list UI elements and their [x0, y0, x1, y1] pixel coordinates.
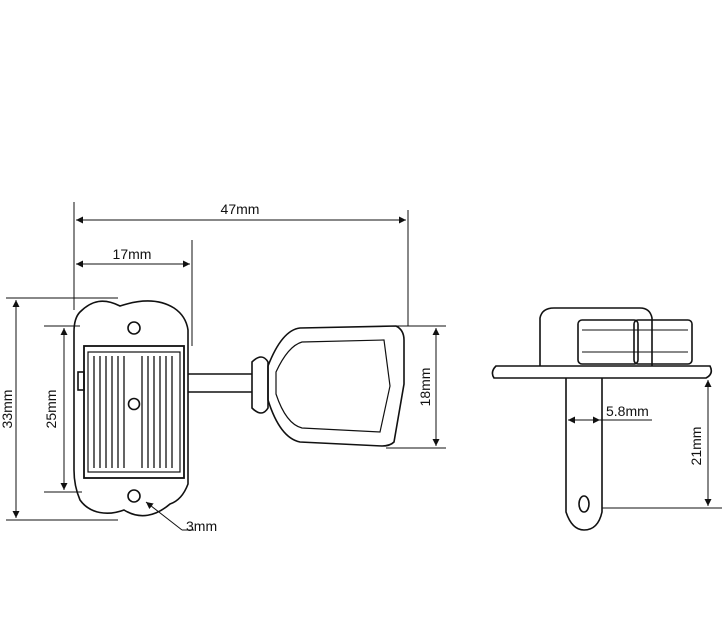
- tuner-front-view: [73, 300, 405, 517]
- dimension-labels-side: 5.8mm 21mm: [606, 403, 704, 465]
- hole-diameter-label: 3mm: [186, 518, 217, 534]
- tuner-button: [267, 325, 405, 447]
- overall-length-label: 47mm: [221, 201, 260, 217]
- dimension-labels-front: 47mm 17mm 33mm 25mm 18mm 3mm: [0, 201, 433, 534]
- gear-housing-inner: [87, 351, 181, 473]
- housing-edge-tab: [77, 371, 85, 391]
- housing-center-screw: [127, 397, 141, 411]
- side-housing-bracket: [539, 307, 653, 366]
- housing-width-label: 17mm: [113, 246, 152, 262]
- gear-housing: [83, 345, 185, 479]
- mounting-plate: [73, 300, 189, 517]
- post-diameter-label: 5.8mm: [606, 403, 649, 419]
- bottom-mounting-hole: [127, 489, 141, 503]
- tuner-shaft: [188, 373, 252, 393]
- housing-ribs: [93, 356, 173, 468]
- shaft-collar: [251, 356, 269, 414]
- plate-height-label: 33mm: [0, 390, 15, 429]
- post-length-label: 21mm: [688, 427, 704, 466]
- side-post: [565, 378, 603, 531]
- side-string-hole: [578, 495, 590, 513]
- side-roller-right: [633, 319, 693, 365]
- dimension-lines-front: [6, 202, 446, 531]
- dimension-lines-side: [568, 380, 722, 509]
- top-mounting-hole: [127, 321, 141, 335]
- tuner-button-inner: [275, 339, 391, 433]
- button-height-label: 18mm: [417, 368, 433, 407]
- side-base-plate: [491, 365, 713, 379]
- tuner-side-view: [491, 307, 713, 531]
- housing-height-label: 25mm: [43, 390, 59, 429]
- side-roller-left: [577, 319, 639, 365]
